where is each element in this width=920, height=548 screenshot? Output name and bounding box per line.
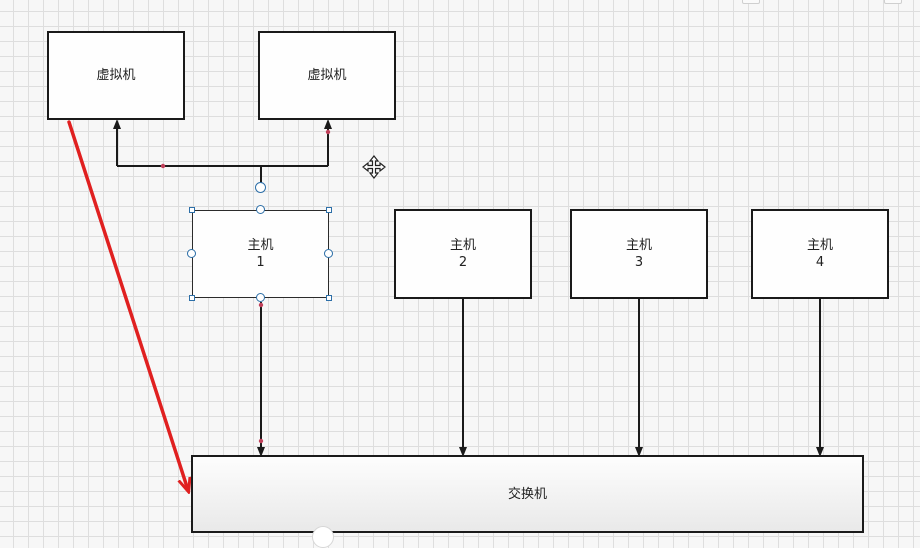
- diagram-canvas[interactable]: [0, 0, 920, 536]
- host1-line-start-dot: [258, 302, 264, 308]
- host3-node[interactable]: 主机 3: [570, 209, 708, 299]
- host2-label-line1: 主机: [449, 238, 476, 253]
- resize-handle-top-right[interactable]: [326, 207, 332, 213]
- host4-node[interactable]: 主机 4: [751, 209, 889, 299]
- vm-right-label: 虚拟机: [307, 68, 347, 83]
- annotation-red-arrow: [67, 120, 188, 490]
- connection-point-bottom[interactable]: [256, 293, 265, 302]
- connection-point-top[interactable]: [256, 205, 265, 214]
- host2-label-line2: 2: [458, 255, 468, 270]
- vm-left-node[interactable]: 虚拟机: [47, 31, 185, 120]
- host2-node[interactable]: 主机 2: [394, 209, 532, 299]
- vm-left-label: 虚拟机: [96, 68, 136, 83]
- host1-to-vm-connector[interactable]: [113, 119, 332, 187]
- host-to-switch-connectors[interactable]: [257, 298, 824, 457]
- host3-label-line2: 3: [634, 255, 644, 270]
- host1-label-line1: 主机: [247, 238, 274, 253]
- resize-handle-bottom-left[interactable]: [189, 295, 195, 301]
- host1-label-line2: 1: [256, 255, 265, 270]
- host1-line-end-dot: [258, 438, 264, 444]
- connection-point-left[interactable]: [187, 249, 196, 258]
- connection-point-right[interactable]: [324, 249, 333, 258]
- host4-label-line1: 主机: [806, 238, 833, 253]
- switch-label: 交换机: [507, 486, 547, 502]
- top-toolbar-widget[interactable]: [742, 0, 760, 4]
- host3-label-line1: 主机: [625, 238, 652, 253]
- host1-node[interactable]: 主机 1: [192, 210, 329, 298]
- bottom-scroll-handle[interactable]: [312, 526, 334, 548]
- move-cursor-icon: [362, 155, 386, 179]
- rotate-handle[interactable]: [255, 182, 266, 193]
- switch-node[interactable]: 交换机: [191, 455, 864, 533]
- vm-right-node[interactable]: 虚拟机: [258, 31, 396, 120]
- resize-handle-bottom-right[interactable]: [326, 295, 332, 301]
- top-toolbar-widget-right[interactable]: [884, 0, 902, 4]
- host4-label-line2: 4: [815, 255, 825, 270]
- resize-handle-top-left[interactable]: [189, 207, 195, 213]
- branch-waypoint-dot: [160, 163, 166, 169]
- vm-right-arrow-dot: [325, 129, 331, 135]
